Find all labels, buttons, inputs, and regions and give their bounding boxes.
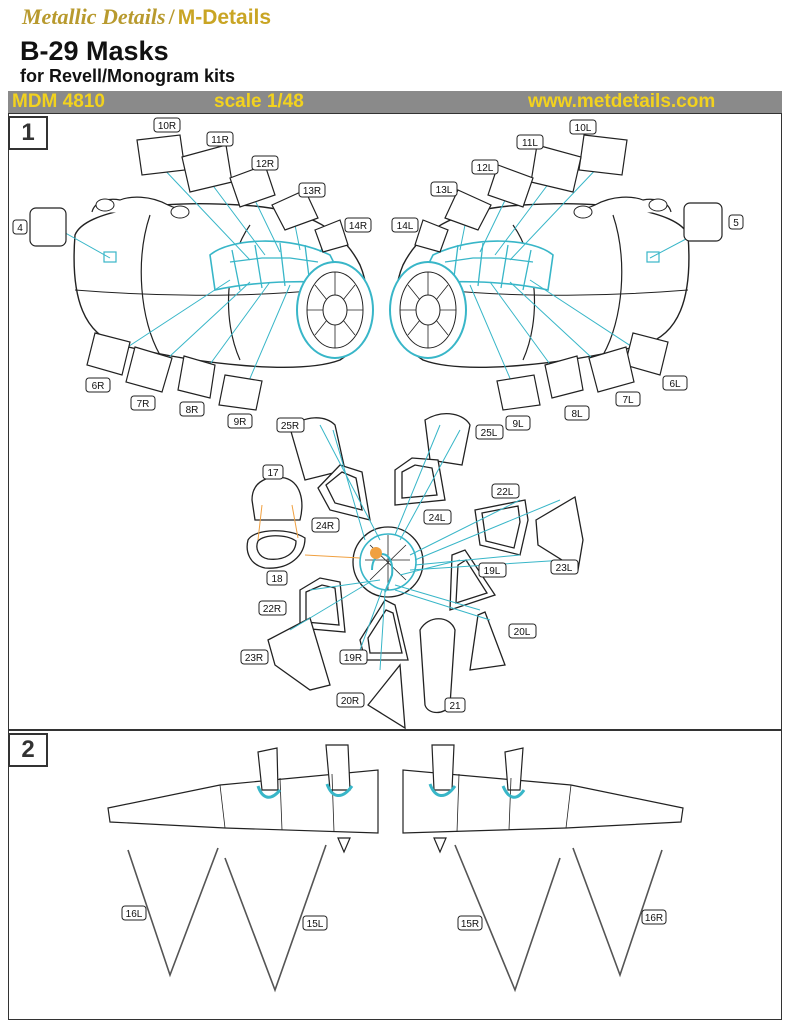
mask-10L [578,134,628,176]
info-bar: MDM 4810 scale 1/48 www.metdetails.com [8,91,782,113]
label-19L: 19L [484,566,501,577]
label-10L: 10L [575,123,592,134]
step1-badge: 1 [8,116,48,150]
label-22L: 22L [497,487,514,498]
label-6L: 6L [669,379,681,390]
mask-4 [29,207,67,247]
nacelle-4 [504,747,524,791]
label-25L: 25L [481,428,498,439]
label-15R: 15R [461,919,479,930]
mask-16L [127,847,219,978]
mask-16R [572,847,663,978]
label-22R: 22R [263,604,281,615]
label-7R: 7R [137,399,150,410]
mask-9L [496,374,541,411]
label-7L: 7L [622,395,634,406]
brand-script: Metallic Details [22,4,166,29]
mask-14R [314,219,349,253]
label-5: 5 [733,218,739,229]
label-16L: 16L [126,909,143,920]
mask-19L-inner [455,559,488,604]
mask-17 [251,476,303,521]
label-24R: 24R [316,521,334,532]
label-20R: 20R [341,696,359,707]
label-16R: 16R [645,913,663,924]
mask-6R [86,332,131,376]
mask-8R [177,355,216,399]
mask-18-inner [256,535,297,560]
website-link[interactable]: www.metdetails.com [528,91,716,112]
mask-24L-inner [401,464,438,499]
product-code: MDM 4810 [12,91,105,112]
label-8R: 8R [186,405,199,416]
page-subtitle: for Revell/Monogram kits [20,66,236,86]
label-9R: 9R [234,417,247,428]
mask-23L [535,495,584,572]
scale-label: scale 1/48 [214,91,304,112]
step1-panel [8,113,782,730]
fairing-left [337,837,351,854]
step2-badge: 2 [8,733,48,767]
mask-11L [530,144,582,193]
label-19R: 19R [344,653,362,664]
label-9L: 9L [512,419,524,430]
mask-25L [424,413,471,466]
mask-15R [454,844,561,993]
mask-20R [367,663,406,730]
mask-9R [218,374,263,411]
label-15L: 15L [307,919,324,930]
label-10R: 10R [158,121,176,132]
label-14R: 14R [349,221,367,232]
mask-12L [487,164,534,208]
mask-10R [136,134,186,176]
label-14L: 14L [397,221,414,232]
label-12R: 12R [256,159,274,170]
mask-7R [125,346,173,393]
nacelle-2 [325,744,351,791]
page-title: B-29 Masks [20,36,169,66]
nacelle-1 [257,747,279,791]
mask-13R [271,189,319,231]
label-23R: 23R [245,653,263,664]
label-18: 18 [271,574,283,585]
label-6R: 6R [92,381,105,392]
brand-short: M-Details [177,6,272,29]
mask-11R [181,144,233,193]
brand-separator: / [168,4,175,29]
label-13L: 13L [436,185,453,196]
label-12L: 12L [477,163,494,174]
mask-12R [229,164,276,208]
mask-20L [469,611,506,671]
mask-13L [444,189,492,231]
label-11R: 11R [211,135,229,146]
label-21: 21 [449,701,461,712]
label-17: 17 [267,468,279,479]
label-8L: 8L [571,409,583,420]
nacelle-3 [431,744,455,791]
label-25R: 25R [281,421,299,432]
brand-logo: Metallic Details/M-Details [22,4,271,30]
step2-panel [8,730,782,1020]
mask-7L [588,346,635,393]
label-13R: 13R [303,186,321,197]
mask-8L [544,355,584,399]
mask-22L-inner [481,505,521,549]
label-24L: 24L [429,513,446,524]
mask-5 [683,202,723,242]
label-11L: 11L [522,138,538,149]
label-4: 4 [17,223,23,234]
mask-15L [224,844,327,993]
fairing-right [433,837,447,854]
label-23L: 23L [556,563,573,574]
label-20L: 20L [514,627,531,638]
mask-14L [414,219,449,253]
mask-19R-inner [367,609,403,654]
